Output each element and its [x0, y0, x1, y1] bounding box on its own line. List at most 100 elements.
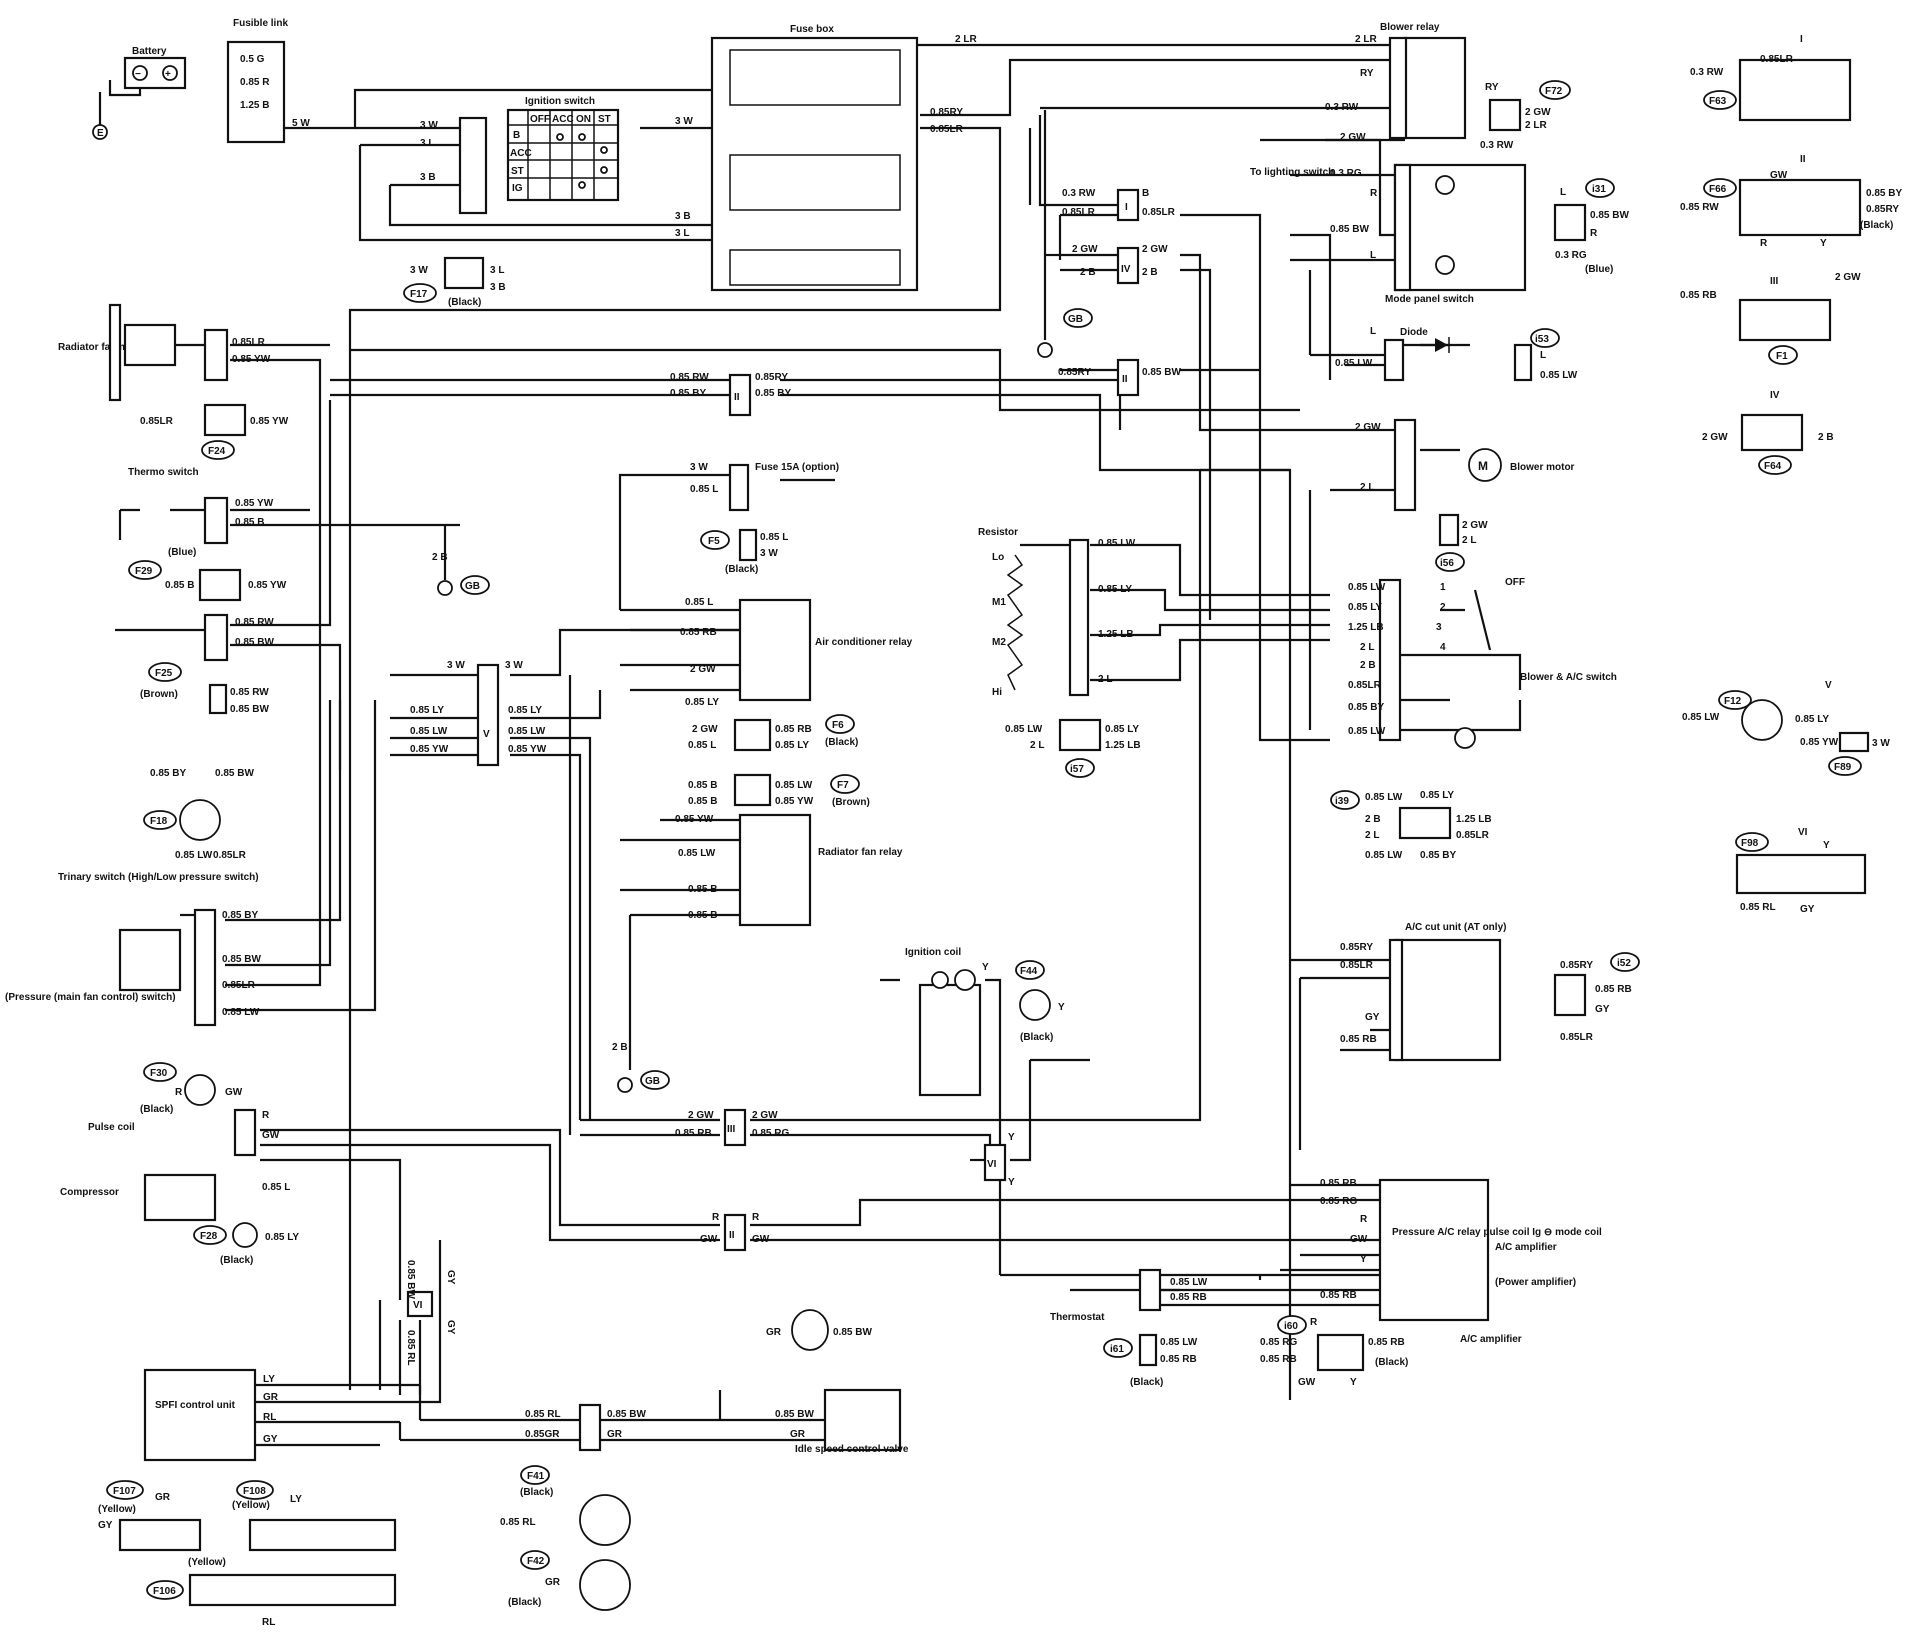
svg-text:2 GW: 2 GW [752, 1110, 778, 1121]
svg-text:F28: F28 [200, 1231, 218, 1242]
svg-text:0.85 RW: 0.85 RW [670, 372, 709, 383]
svg-text:ST: ST [598, 114, 611, 125]
svg-text:F98: F98 [1741, 838, 1759, 849]
connector-gr-bw: GR 0.85 BW [766, 1309, 872, 1351]
svg-text:R: R [712, 1212, 720, 1223]
joint-connector-vi-center: VI Y Y [983, 1132, 1015, 1188]
svg-text:0.85 LW: 0.85 LW [1170, 1277, 1208, 1288]
svg-text:A/C amplifier: A/C amplifier [1460, 1334, 1522, 1345]
connector-f7: 0.85 B 0.85 B 0.85 LW 0.85 YW F7 (Brown) [688, 773, 870, 808]
svg-text:GY: GY [1365, 1012, 1380, 1023]
svg-text:2 L: 2 L [1030, 740, 1044, 751]
svg-text:3 B: 3 B [420, 172, 436, 183]
ac-cut-unit: A/C cut unit (AT only) 0.85RY 0.85LR GY … [1340, 922, 1506, 1062]
svg-text:Y: Y [1350, 1377, 1357, 1388]
svg-text:0.85 B: 0.85 B [688, 780, 717, 791]
svg-text:F107: F107 [113, 1486, 136, 1497]
svg-text:LY: LY [290, 1494, 302, 1505]
svg-text:IV: IV [1770, 390, 1780, 401]
svg-text:0.85LR: 0.85LR [1348, 680, 1382, 691]
svg-text:Blower & A/C switch: Blower & A/C switch [1520, 672, 1617, 683]
svg-text:Battery: Battery [132, 46, 167, 57]
svg-text:GY: GY [445, 1320, 456, 1335]
svg-text:Blower motor: Blower motor [1510, 462, 1575, 473]
trinary-switch: Trinary switch (High/Low pressure switch… [5, 872, 261, 1027]
svg-text:0.85 YW: 0.85 YW [248, 580, 287, 591]
svg-text:0.85 LW: 0.85 LW [1682, 712, 1720, 723]
svg-text:F18: F18 [150, 816, 168, 827]
svg-text:3 W: 3 W [760, 548, 778, 559]
svg-text:(Black): (Black) [1860, 220, 1893, 231]
compressor: Compressor 0.85 L [60, 1173, 290, 1222]
svg-text:0.85 RB: 0.85 RB [1340, 1034, 1377, 1045]
svg-text:RL: RL [262, 1617, 275, 1628]
svg-text:0.3 RW: 0.3 RW [1690, 67, 1724, 78]
svg-text:F42: F42 [527, 1556, 545, 1567]
svg-text:L: L [1370, 250, 1376, 261]
svg-text:GR: GR [607, 1429, 623, 1440]
svg-text:3 W: 3 W [690, 462, 708, 473]
svg-text:0.85 YW: 0.85 YW [232, 354, 271, 365]
svg-text:0.85 RB: 0.85 RB [675, 1128, 712, 1139]
svg-text:F1: F1 [1776, 351, 1788, 362]
connector-f29: F29 0.85 B 0.85 YW [128, 560, 287, 602]
svg-text:0.85 LW: 0.85 LW [222, 1007, 260, 1018]
svg-text:0.85 LY: 0.85 LY [775, 740, 809, 751]
svg-text:3 B: 3 B [490, 282, 506, 293]
svg-text:5 W: 5 W [292, 118, 310, 129]
svg-text:(Black): (Black) [220, 1255, 253, 1266]
svg-text:0.85 B: 0.85 B [688, 884, 717, 895]
svg-text:0.85LR: 0.85LR [222, 980, 256, 991]
svg-text:3 L: 3 L [675, 228, 689, 239]
svg-text:0.85 LY: 0.85 LY [1098, 584, 1132, 595]
ground-symbol: E [92, 124, 108, 140]
svg-text:0.85 LY: 0.85 LY [1420, 790, 1454, 801]
svg-text:0.85 BW: 0.85 BW [405, 1260, 416, 1299]
svg-text:Trinary switch (High/Low press: Trinary switch (High/Low pressure switch… [58, 872, 259, 883]
fuse-15a-option: 3 W 0.85 L Fuse 15A (option) [690, 462, 839, 512]
connector-f44: F44 Y (Black) [1015, 960, 1065, 1043]
svg-text:3 W: 3 W [1872, 738, 1890, 749]
svg-text:0.85 RL: 0.85 RL [500, 1517, 536, 1528]
svg-text:1.25 LB: 1.25 LB [1105, 740, 1141, 751]
svg-text:0.85 L: 0.85 L [262, 1182, 290, 1193]
svg-text:Fusible link: Fusible link [233, 18, 288, 29]
svg-text:0.85 LY: 0.85 LY [265, 1232, 299, 1243]
svg-text:0.85 LY: 0.85 LY [410, 705, 444, 716]
connector-i61: i61 0.85 LW 0.85 RB (Black) [1103, 1333, 1198, 1388]
svg-text:2 GW: 2 GW [1340, 132, 1366, 143]
svg-text:RY: RY [1360, 68, 1374, 79]
legend-connector-vi: VI F98 Y 0.85 RL GY [1735, 827, 1867, 915]
svg-text:F7: F7 [837, 780, 849, 791]
svg-text:0.85 RB: 0.85 RB [680, 627, 717, 638]
legend-connector-iii: III 0.85 RB 2 GW F1 [1680, 272, 1861, 365]
svg-text:0.85 B: 0.85 B [688, 796, 717, 807]
svg-text:1.25 B: 1.25 B [240, 100, 269, 111]
svg-text:GW: GW [262, 1130, 280, 1141]
svg-text:Diode: Diode [1400, 327, 1428, 338]
svg-text:0.85 YW: 0.85 YW [235, 498, 274, 509]
connector-i52: 0.85RY 0.85 RB GY 0.85LR i52 [1553, 952, 1640, 1043]
svg-text:F64: F64 [1764, 461, 1782, 472]
svg-text:To lighting switch: To lighting switch [1250, 167, 1334, 178]
fusible-link: Fusible link 0.5 G 0.85 R 1.25 B 5 W [226, 18, 310, 144]
resistor: Resistor Lo M1 M2 Hi 0.85 LW 0.85 LY 1.2… [978, 527, 1136, 698]
svg-text:0.85LR: 0.85LR [1142, 207, 1176, 218]
battery: − + Battery [123, 46, 187, 90]
svg-text:F25: F25 [155, 668, 173, 679]
svg-text:(Black): (Black) [508, 1597, 541, 1608]
svg-text:0.85 BY: 0.85 BY [1866, 188, 1902, 199]
svg-text:VI: VI [413, 1300, 423, 1311]
svg-text:VI: VI [987, 1159, 997, 1170]
ignition-coil: Ignition coil Y [905, 947, 989, 1097]
svg-text:0.85RY: 0.85RY [930, 107, 963, 118]
joint-connector-vi-left: VI 0.85 BW GY GY 0.85 RL [405, 1260, 456, 1366]
svg-text:0.85RY: 0.85RY [1340, 942, 1373, 953]
svg-text:0.85 BW: 0.85 BW [1330, 224, 1369, 235]
svg-text:GR: GR [790, 1429, 806, 1440]
svg-text:0.85 LW: 0.85 LW [1335, 358, 1373, 369]
svg-text:SPFI control unit: SPFI control unit [155, 1400, 236, 1411]
svg-text:0.85 RB: 0.85 RB [1680, 290, 1717, 301]
svg-text:i31: i31 [1592, 184, 1606, 195]
svg-text:Pressure A/C relay pulse coil: Pressure A/C relay pulse coil Ig ⊖ mode … [1392, 1227, 1602, 1238]
